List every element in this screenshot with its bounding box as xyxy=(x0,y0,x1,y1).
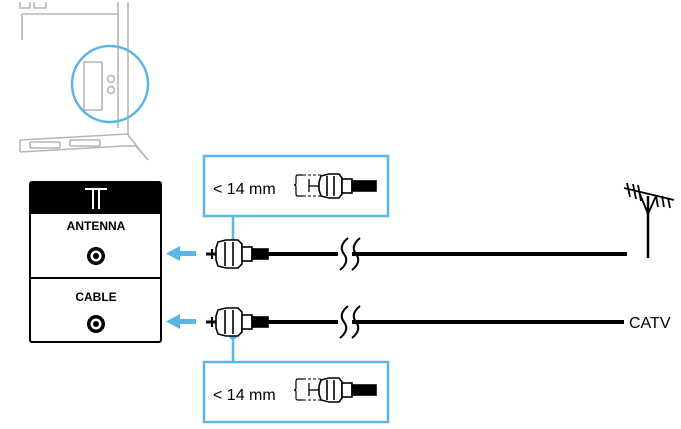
aerial-antenna-icon xyxy=(623,182,675,258)
catv-label: CATV xyxy=(629,315,671,332)
antenna-arrow-icon xyxy=(166,246,196,261)
catv-cable xyxy=(206,305,624,339)
cable-port-label: CABLE xyxy=(75,290,116,304)
antenna-cable xyxy=(206,237,627,271)
bottom-callout: < 14 mm xyxy=(202,330,390,424)
antenna-t-icon xyxy=(85,188,107,209)
tv-rear-illustration xyxy=(19,2,149,161)
panel-header xyxy=(30,182,161,214)
connector-panel: ANTENNA CABLE xyxy=(29,181,162,343)
top-callout: < 14 mm xyxy=(202,154,390,248)
bottom-callout-dimension-icon xyxy=(293,378,331,401)
antenna-connector-plug-icon xyxy=(206,239,269,269)
top-callout-text: < 14 mm xyxy=(213,181,276,198)
zoom-highlight-circle xyxy=(70,44,150,124)
top-callout-dimension-icon xyxy=(293,174,331,197)
cable-connector-plug-icon xyxy=(206,307,269,337)
cable-port-jack[interactable] xyxy=(87,315,105,333)
top-callout-plug-icon xyxy=(318,173,377,199)
antenna-port-label: ANTENNA xyxy=(67,219,126,233)
bottom-callout-plug-icon xyxy=(318,377,377,403)
bottom-callout-text: < 14 mm xyxy=(213,387,276,404)
cable-arrow-icon xyxy=(166,314,196,329)
antenna-port-jack[interactable] xyxy=(87,247,105,265)
